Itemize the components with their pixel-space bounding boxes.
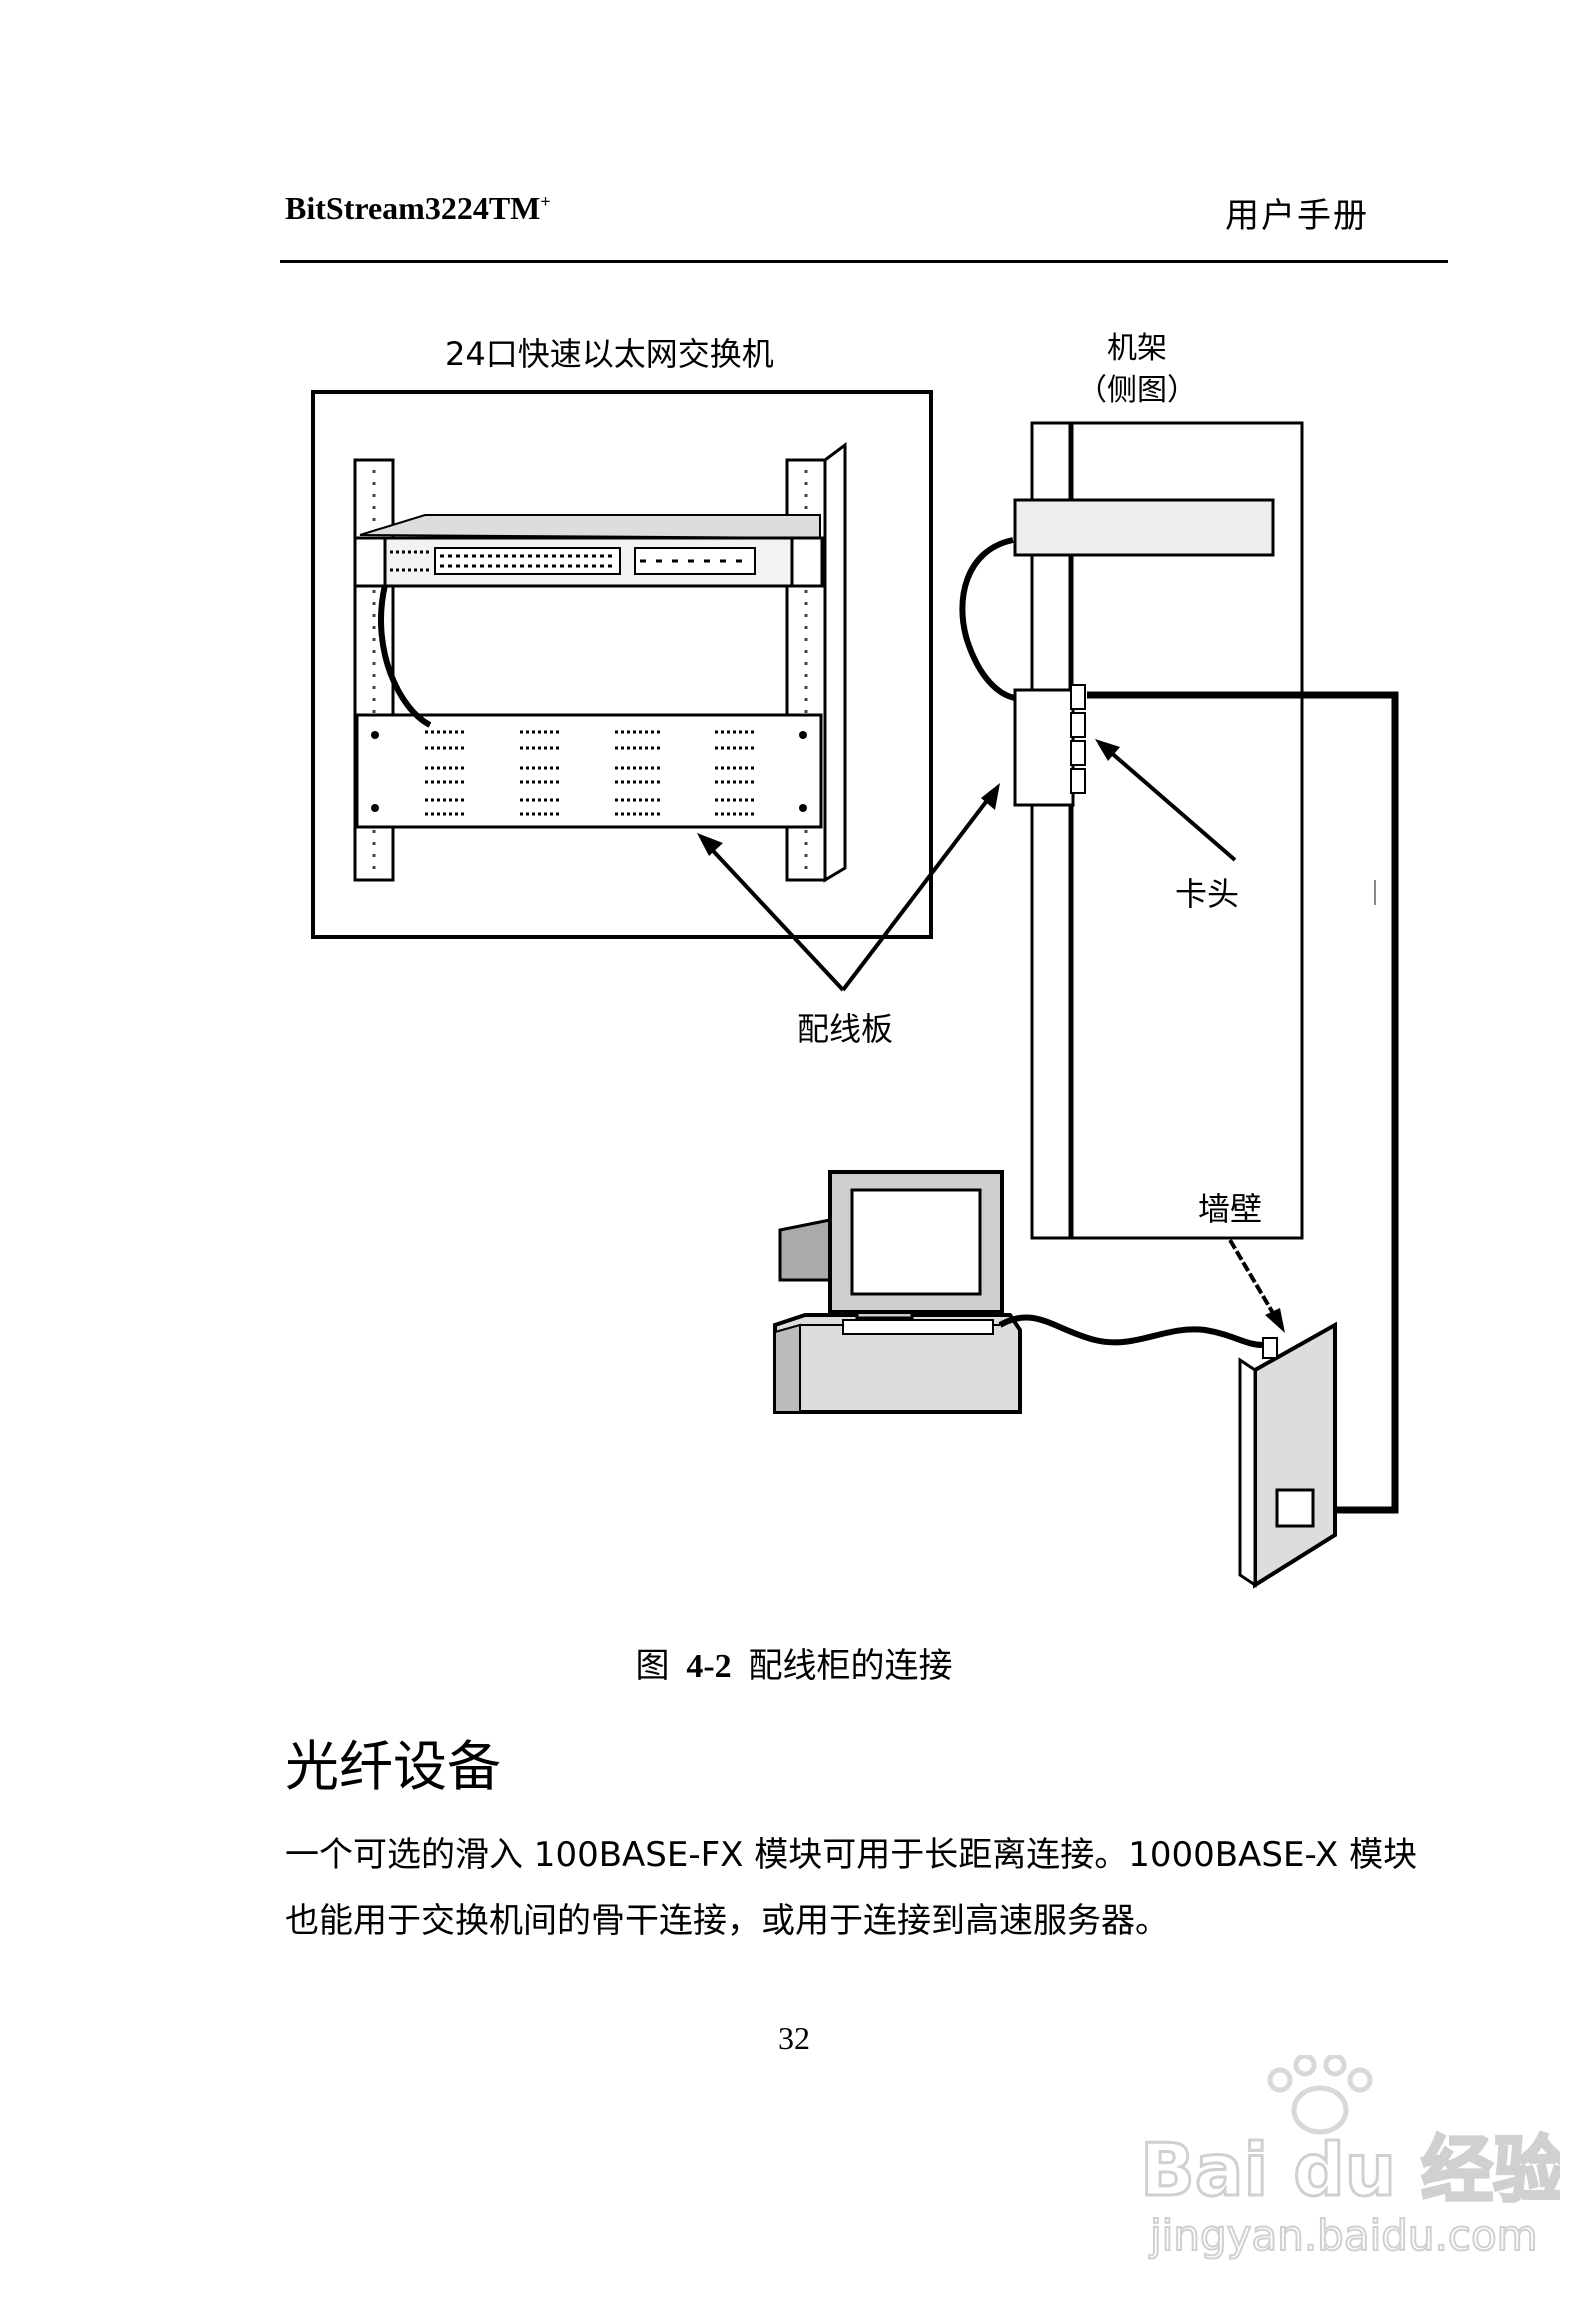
caption-text: 配线柜的连接	[748, 1646, 953, 1686]
baidu-watermark: Bai du 经验 jingyan.baidu.com	[1139, 2055, 1560, 2261]
watermark-brand: Bai du 经验	[1140, 2128, 1560, 2212]
body-paragraph: 一个可选的滑入 100BASE-FX 模块可用于长距离连接。1000BASE-X…	[285, 1835, 1418, 1941]
patch-panel	[355, 713, 823, 829]
figure-caption: 图 4-2 配线柜的连接	[0, 1638, 1588, 1687]
horizontal-cable	[1087, 691, 1399, 1514]
page-number: 32	[778, 2020, 810, 2056]
wall-outlet	[1238, 1321, 1337, 1589]
switch-patch-cable	[378, 584, 432, 728]
rack-patch-cable	[959, 537, 1016, 701]
wiring-closet-figure: 24口快速以太网交换机	[311, 331, 1399, 1589]
product-name-superscript: +	[540, 191, 551, 212]
wall-arrow	[1228, 1238, 1285, 1333]
connector-label: 卡头	[1175, 875, 1239, 913]
product-name-text: BitStream3224TM	[285, 190, 541, 226]
section-title: 光纤设备	[285, 1735, 501, 1798]
switch-title: 24口快速以太网交换机	[445, 335, 774, 373]
header-doc-type: 用户手册	[1225, 196, 1369, 236]
patch-panel-label: 配线板	[797, 1010, 893, 1048]
computer-cable	[998, 1314, 1264, 1348]
paw-logo-icon	[1267, 2055, 1373, 2135]
rack-subtitle: （侧图）	[1077, 373, 1197, 408]
patch-panel-arrows	[697, 783, 1000, 992]
watermark-url: jingyan.baidu.com	[1149, 2211, 1538, 2260]
switch-unit	[353, 514, 824, 588]
rack-title: 机架	[1107, 331, 1167, 366]
caption-number: 4-2	[686, 1648, 732, 1685]
rack-side-view	[1013, 421, 1304, 1240]
connector-arrow	[1098, 741, 1237, 862]
desktop-computer	[773, 1170, 1022, 1414]
wall-label: 墙壁	[1198, 1190, 1262, 1228]
caption-prefix: 图	[635, 1646, 670, 1686]
header-divider	[280, 260, 1448, 263]
header-product-name: BitStream3224TM+	[285, 190, 551, 227]
